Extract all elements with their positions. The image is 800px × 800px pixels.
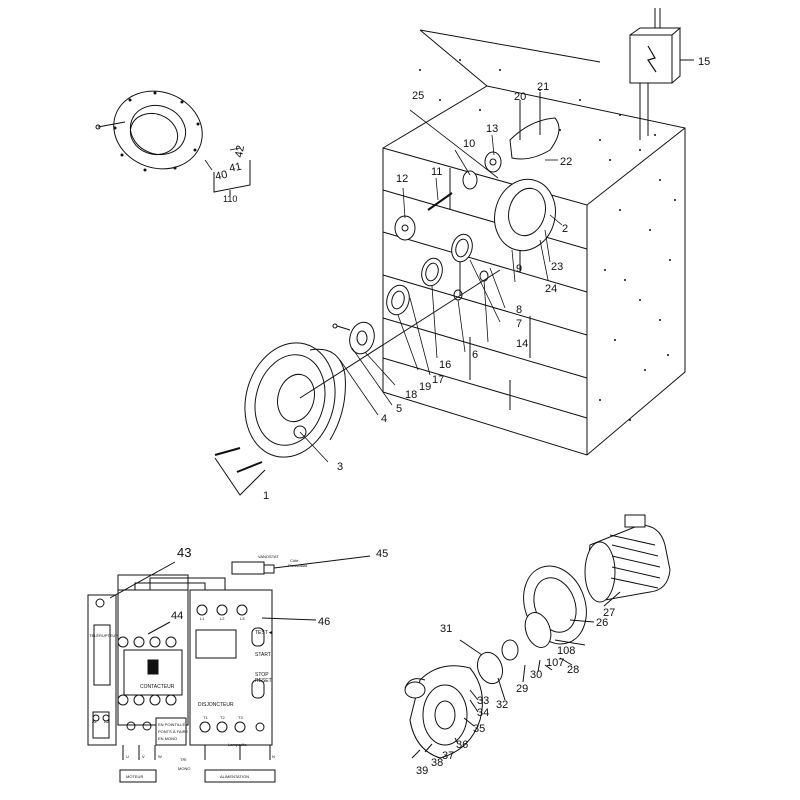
label-w: W [158, 754, 162, 759]
callout-110: 110 [223, 194, 237, 204]
panel-labels: TÉLÉRUPTEUR CONTACTEUR DISJONCTEUR TEST◄… [89, 554, 308, 779]
callout-40: 40 [214, 169, 228, 183]
label-moteur: MOTEUR [126, 774, 143, 779]
label-a2: A2 [104, 719, 110, 724]
label-mono: MONO [178, 766, 190, 771]
callout-39: 39 [416, 765, 428, 777]
callout-34: 34 [477, 707, 489, 719]
callout-46: 46 [318, 616, 330, 628]
callout-7: 7 [516, 318, 522, 330]
label-stop: STOP [255, 672, 269, 678]
callout-42: 42 [233, 144, 247, 158]
callout-21: 21 [537, 81, 549, 93]
label-vanostat: VANOSTAT [258, 554, 279, 559]
pump-front-cover [244, 269, 501, 458]
label-a1: A1 [92, 719, 98, 724]
label-telerupteur: TÉLÉRUPTEUR [89, 633, 118, 638]
label-tri: TRI [180, 757, 186, 762]
callout-41: 41 [228, 161, 242, 175]
part-callouts: 1 2 3 4 5 6 7 8 9 10 11 12 13 14 15 16 1… [171, 56, 710, 777]
label-lampadite: Lampadite [228, 742, 247, 747]
callout-12: 12 [396, 173, 408, 185]
callout-38: 38 [431, 757, 443, 769]
flange-ring-assembly [95, 90, 251, 196]
callout-108: 108 [557, 645, 575, 657]
callout-13: 13 [486, 123, 498, 135]
label-alimentation: ALIMENTATION [220, 774, 249, 779]
callout-31: 31 [440, 623, 452, 635]
callout-28: 28 [567, 664, 579, 676]
callout-36: 36 [456, 739, 468, 751]
callout-20: 20 [514, 91, 526, 103]
leader-lines [204, 109, 563, 463]
callout-22: 22 [560, 156, 572, 168]
control-panel [87, 555, 371, 783]
callout-5: 5 [396, 403, 402, 415]
callout-18: 18 [405, 389, 417, 401]
callout-35: 35 [473, 723, 485, 735]
callout-15: 15 [698, 56, 710, 68]
callout-37: 37 [442, 750, 454, 762]
callout-32: 32 [496, 699, 508, 711]
pump-parts-chain [214, 92, 560, 496]
callout-11: 11 [431, 166, 442, 178]
callout-45: 45 [376, 548, 388, 560]
callout-1: 1 [263, 490, 269, 502]
label-start: START [255, 652, 271, 658]
label-pressostat: Pressostat [288, 563, 308, 568]
callout-29: 29 [516, 683, 528, 695]
callout-107: 107 [546, 657, 564, 669]
label-test: TEST◄ [255, 630, 273, 636]
callout-6: 6 [472, 349, 478, 361]
label-l1: L1 [200, 616, 205, 621]
callout-16: 16 [439, 359, 451, 371]
motor-pump-assembly [404, 514, 671, 759]
label-u: U [126, 754, 129, 759]
label-l3: L3 [240, 616, 245, 621]
callout-43: 43 [177, 545, 191, 560]
callout-9: 9 [516, 263, 522, 275]
electrical-box [629, 8, 694, 140]
callout-26: 26 [596, 617, 608, 629]
label-l2: L2 [220, 616, 225, 621]
callout-4: 4 [381, 413, 387, 425]
callout-14: 14 [516, 338, 528, 350]
callout-3: 3 [337, 461, 343, 473]
label-note-1: EN POINTILLÉ [158, 722, 185, 727]
callout-10: 10 [463, 138, 475, 150]
callout-24: 24 [545, 283, 557, 295]
label-t2: T2 [220, 715, 225, 720]
callout-19: 19 [419, 381, 431, 393]
label-note-2: PONTS À FAIRE [158, 729, 189, 734]
callout-2: 2 [562, 223, 568, 235]
label-reset: RESET [255, 678, 272, 684]
callout-23: 23 [551, 261, 563, 273]
label-v: V [142, 754, 145, 759]
callout-44: 44 [171, 610, 183, 622]
label-cote: Côté [290, 558, 299, 563]
pool-wall-block [382, 29, 686, 456]
callout-25: 25 [412, 90, 424, 102]
callout-27: 27 [603, 607, 615, 619]
callout-30: 30 [530, 669, 542, 681]
label-t1: T1 [203, 715, 208, 720]
callout-8: 8 [516, 304, 522, 316]
callout-33: 33 [477, 695, 489, 707]
label-disjoncteur: DISJONCTEUR [198, 702, 234, 708]
label-contacteur: CONTACTEUR [140, 684, 175, 690]
label-note-3: EN MONO [158, 736, 177, 741]
label-n: N [272, 754, 275, 759]
callout-17: 17 [432, 374, 444, 386]
label-t3: T3 [238, 715, 243, 720]
